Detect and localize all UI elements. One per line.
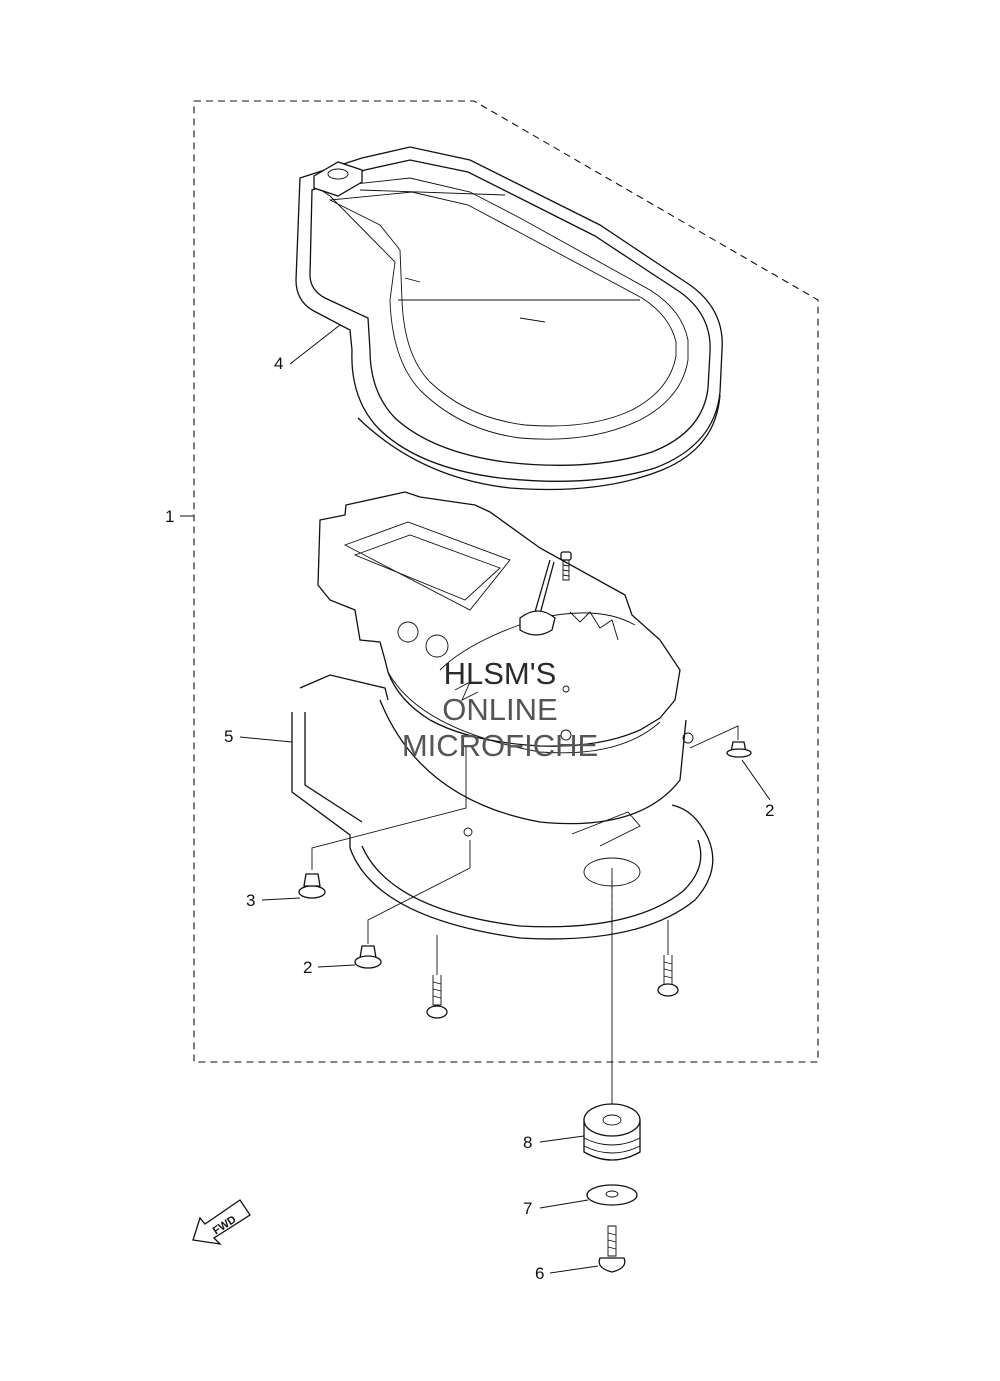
callout-6: 6: [535, 1264, 544, 1283]
callout-8: 8: [523, 1133, 532, 1152]
watermark-line-1: HLSM'S: [444, 656, 557, 691]
part-7-collar: [586, 1184, 638, 1206]
part-8-damper: [583, 1103, 641, 1161]
callout-5: 5: [224, 727, 233, 746]
callout-1: 1: [165, 507, 174, 526]
callout-2-left: 2: [303, 958, 312, 977]
callout-3: 3: [246, 891, 255, 910]
part-4-meter-cover: [295, 146, 723, 491]
callout-2-right: 2: [765, 801, 774, 820]
body-screw: [560, 551, 572, 581]
case-screw-right: [657, 920, 679, 997]
part-3-grommet: [298, 745, 467, 899]
callout-7: 7: [523, 1199, 532, 1218]
fwd-arrow-icon: FWD: [192, 1199, 251, 1245]
part-6-screw: [598, 1225, 626, 1273]
watermark-line-2: ONLINE: [442, 692, 557, 727]
watermark-line-3: MICROFICHE: [402, 728, 598, 763]
assembly-boundary: [193, 100, 819, 1063]
case-screw-left: [426, 935, 448, 1019]
part-2-grommet-right: [689, 725, 752, 758]
part-5-meter-body: [291, 491, 714, 940]
callout-4: 4: [274, 354, 283, 373]
part-2-grommet-left: [354, 840, 471, 969]
